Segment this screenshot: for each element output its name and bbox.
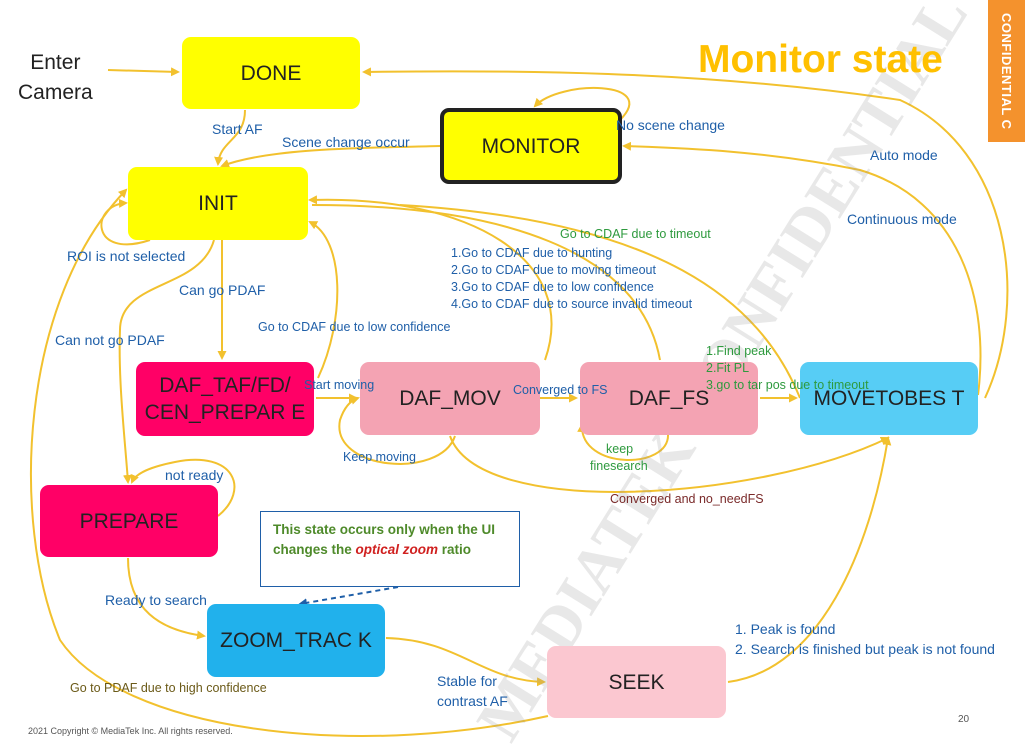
label-go-cdaf-timeout: Go to CDAF due to timeout xyxy=(560,227,711,241)
label-roi-not-selected: ROI is not selected xyxy=(67,248,186,264)
state-prepare[interactable]: PREPARE xyxy=(40,485,218,557)
label-keep-finesearch-1: keep xyxy=(606,442,634,456)
state-daf-fs[interactable]: DAF_FS xyxy=(580,362,758,435)
state-zoom-track[interactable]: ZOOM_TRAC K xyxy=(207,604,385,677)
state-init[interactable]: INIT xyxy=(128,167,308,240)
label-not-ready: not ready xyxy=(165,467,224,483)
label-continuous-mode: Continuous mode xyxy=(847,211,957,227)
page-title: Monitor state xyxy=(698,38,943,81)
label-search-finished: 2. Search is finished but peak is not fo… xyxy=(735,641,995,657)
label-find-peak-2: 2.Fit PL xyxy=(706,361,750,375)
state-movetobest[interactable]: MOVETOBES T xyxy=(800,362,978,435)
state-seek[interactable]: SEEK xyxy=(547,646,726,718)
label-stable-2: contrast AF xyxy=(437,693,508,709)
label-can-go-pdaf: Can go PDAF xyxy=(179,282,266,298)
state-daf-prepare[interactable]: DAF_TAF/FD/ CEN_PREPAR E xyxy=(136,362,314,436)
label-peak-found: 1. Peak is found xyxy=(735,621,836,637)
label-auto-mode: Auto mode xyxy=(870,147,938,163)
label-go-pdaf-high-conf: Go to PDAF due to high confidence xyxy=(70,681,267,695)
page-number: 20 xyxy=(958,714,970,725)
enter-camera-label: Enter Camera xyxy=(18,51,93,104)
label-start-moving: Start moving xyxy=(304,378,375,392)
label-keep-finesearch-2: finesearch xyxy=(590,459,648,473)
state-done[interactable]: DONE xyxy=(182,37,360,109)
label-cdaf-list-4: 4.Go to CDAF due to source invalid timeo… xyxy=(451,297,693,311)
label-scene-change: Scene change occur xyxy=(282,134,410,150)
state-monitor[interactable]: MONITOR xyxy=(440,108,622,184)
label-cdaf-list-1: 1.Go to CDAF due to hunting xyxy=(451,246,613,260)
label-keep-moving: Keep moving xyxy=(343,450,416,464)
state-daf-mov[interactable]: DAF_MOV xyxy=(360,362,540,435)
label-converged-to-fs: Converged to FS xyxy=(513,383,608,397)
label-no-scene-change: No scene change xyxy=(616,117,725,133)
label-find-peak-3: 3.go to tar pos due to timeout xyxy=(706,378,869,392)
label-ready-to-search: Ready to search xyxy=(105,592,207,608)
label-cdaf-list-2: 2.Go to CDAF due to moving timeout xyxy=(451,263,656,277)
confidential-tab: CONFIDENTIAL C xyxy=(988,0,1025,142)
copyright-footer: 2021 Copyright © MediaTek Inc. All right… xyxy=(28,726,233,736)
label-converged-no-needfs: Converged and no_needFS xyxy=(610,492,764,506)
label-start-af: Start AF xyxy=(212,121,263,137)
label-go-cdaf-low-conf: Go to CDAF due to low confidence xyxy=(258,320,451,334)
label-cdaf-list-3: 3.Go to CDAF due to low confidence xyxy=(451,280,654,294)
label-stable-1: Stable for xyxy=(437,673,497,689)
label-find-peak-1: 1.Find peak xyxy=(706,344,772,358)
label-can-not-go-pdaf: Can not go PDAF xyxy=(55,332,165,348)
zoom-note-box: This state occurs only when the UI chang… xyxy=(260,511,520,587)
